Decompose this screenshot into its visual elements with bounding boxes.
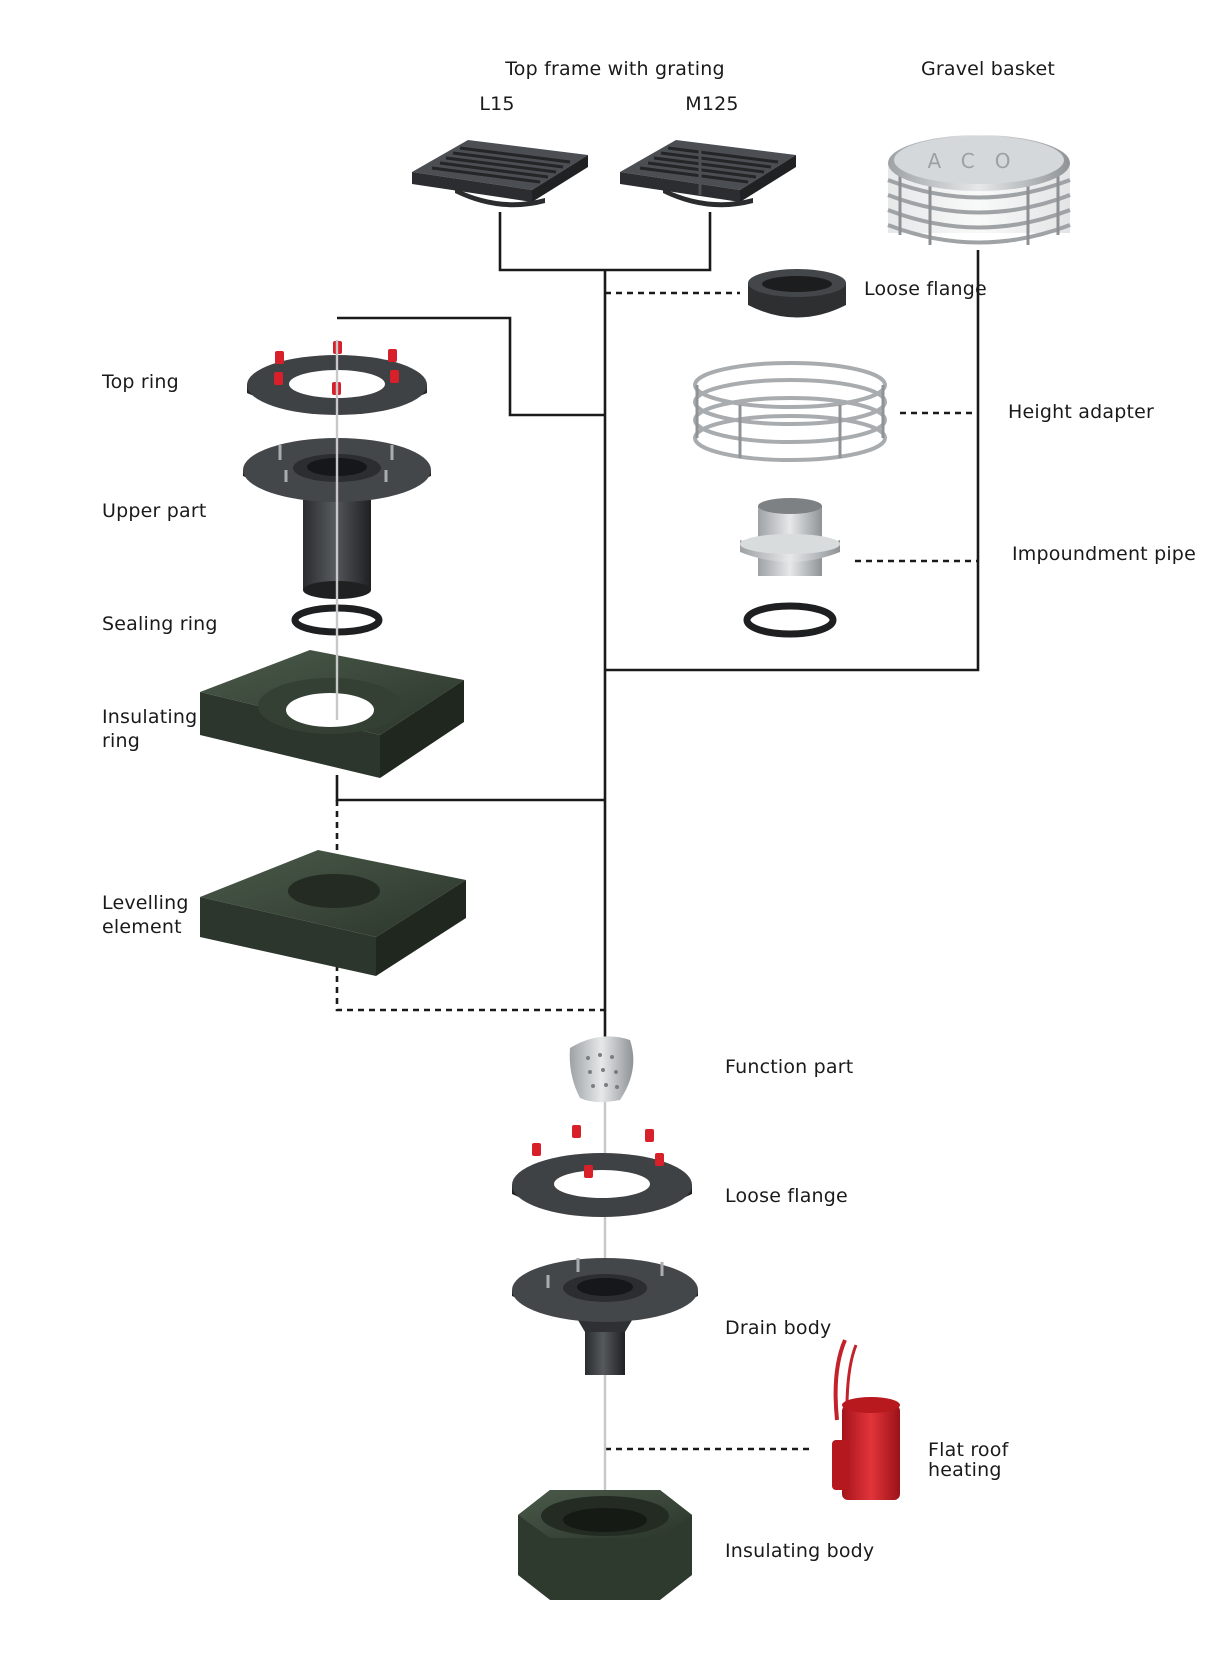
label-upper-part: Upper part — [102, 500, 207, 522]
label-top-frame-with-grating: Top frame with grating — [504, 58, 725, 80]
label-insulating-ring-line2: ring — [102, 730, 140, 752]
impoundment-pipe — [740, 498, 840, 638]
function-part — [569, 1036, 634, 1103]
label-insulating-body: Insulating body — [725, 1540, 874, 1562]
label-gravel-basket: Gravel basket — [921, 58, 1055, 80]
height-adapter — [693, 361, 887, 462]
label-function-part: Function part — [725, 1056, 853, 1078]
insulating-ring — [200, 650, 464, 778]
labels: Top frame with grating L15 M125 Gravel b… — [101, 58, 1196, 1562]
label-flat-roof-heating-line1: Flat roof — [928, 1439, 1010, 1461]
connector-lines — [335, 212, 980, 1451]
label-height-adapter: Height adapter — [1008, 401, 1154, 423]
label-m125: M125 — [685, 93, 738, 115]
insulating-body — [518, 1490, 692, 1600]
top-frame-l15 — [412, 140, 588, 208]
label-flat-roof-heating-line2: heating — [928, 1459, 1002, 1481]
loose-flange-bolts — [532, 1125, 664, 1178]
label-loose-flange-bottom: Loose flange — [725, 1185, 848, 1207]
loose-flange-top — [748, 269, 846, 318]
flat-roof-heating — [832, 1339, 900, 1500]
top-frame-m125 — [620, 140, 796, 208]
drain-body — [512, 1258, 698, 1375]
label-sealing-ring: Sealing ring — [102, 613, 218, 635]
label-levelling-element-line1: Levelling — [102, 892, 189, 914]
loose-flange-bottom — [512, 1125, 692, 1217]
label-top-ring: Top ring — [101, 371, 179, 393]
label-loose-flange-top: Loose flange — [864, 278, 987, 300]
label-drain-body: Drain body — [725, 1317, 831, 1339]
label-l15: L15 — [479, 93, 514, 115]
basket-brand-mark: ACO — [927, 149, 1030, 173]
label-insulating-ring-line1: Insulating — [102, 706, 197, 728]
label-impoundment-pipe: Impoundment pipe — [1012, 543, 1196, 565]
label-levelling-element-line2: element — [102, 916, 182, 938]
gravel-basket: ACO — [887, 135, 1071, 245]
levelling-element — [200, 850, 466, 976]
